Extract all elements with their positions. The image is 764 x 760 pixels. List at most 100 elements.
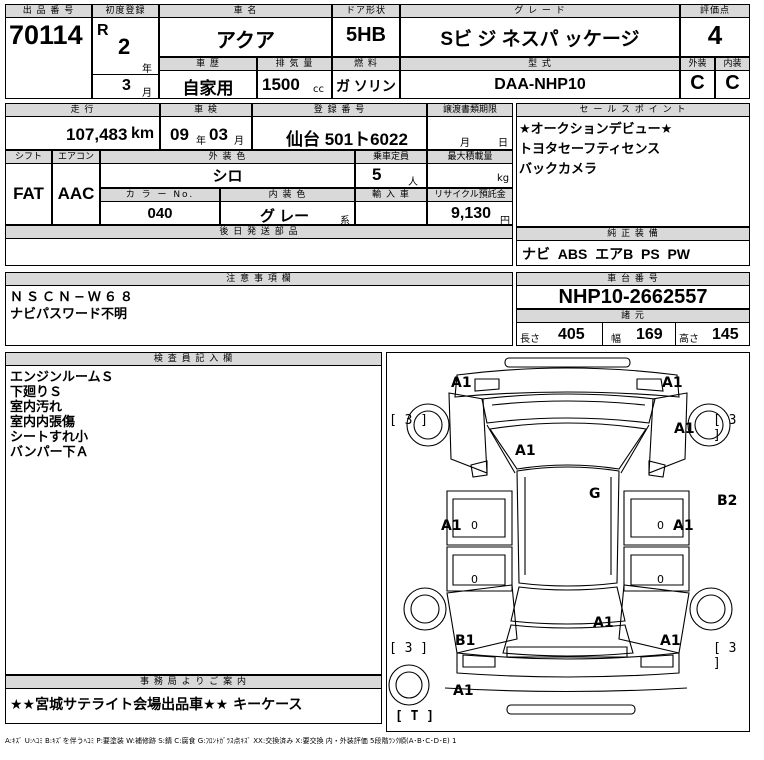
grade-label: グ レ ー ド <box>400 4 680 18</box>
score: 4 <box>707 20 723 50</box>
door-label: ドア形状 <box>332 4 400 18</box>
sales-point-3: バックカメラ <box>519 162 598 177</box>
fuel: ガ ソリン <box>336 78 396 94</box>
sales-point-1: ★オークションデビュー★ <box>519 122 673 137</box>
inspector-line-2: 下廻りＳ <box>10 385 63 400</box>
history: 自家用 <box>182 79 234 98</box>
interior-color-suffix: 系 <box>340 216 350 227</box>
year-unit: 年 <box>142 64 152 75</box>
spec-label: 諸 元 <box>516 309 750 323</box>
color-number-label: カ ラ ー No. <box>100 188 220 202</box>
model-label: 車 名 <box>159 4 332 18</box>
damage-a1-front-left: A1 <box>451 375 472 391</box>
exterior-grade: C <box>690 72 705 94</box>
displacement-unit: cc <box>313 84 324 95</box>
first-registration-year: 2 <box>118 34 131 59</box>
inspector-line-4: 室内内張傷 <box>10 415 76 430</box>
shift: FAT <box>13 184 44 203</box>
capacity: 5 <box>372 165 382 184</box>
exterior-grade-label: 外装 <box>680 57 715 71</box>
legend: A:ｷｽﾞ U:ﾍｺﾐ B:ｷｽﾞを伴うﾍｺﾐ P:要塗装 W:補修跡 S:錆 … <box>5 737 457 745</box>
air-conditioner: AAC <box>57 184 95 203</box>
damage-a1-rear-bumper: A1 <box>453 683 474 699</box>
inspection-year: 09 <box>170 125 189 144</box>
damage-a1-right-fender: A1 <box>674 421 695 437</box>
bracket-rear-left: [ 3 ] <box>389 641 429 656</box>
mileage-label: 走 行 <box>5 103 160 117</box>
height: 145 <box>712 326 739 343</box>
month-unit: 月 <box>142 88 152 99</box>
recycle-unit: 円 <box>500 216 510 227</box>
zero-mark-1: 0 <box>471 519 478 532</box>
model-type: DAA-NHP10 <box>494 76 586 93</box>
capacity-label: 乗車定員 <box>355 150 427 164</box>
damage-g-windshield: G <box>589 486 601 502</box>
inspection-month: 03 <box>209 125 228 144</box>
capacity-unit: 人 <box>408 177 418 188</box>
later-parts-label: 後 日 発 送 部 品 <box>5 225 513 239</box>
recycle-fee: 9,130 <box>451 205 492 222</box>
inspector-line-3: 室内汚れ <box>10 400 63 415</box>
max-load-label: 最大積載量 <box>427 150 513 164</box>
inspection-year-unit: 年 <box>196 136 206 147</box>
damage-a1-trunk: A1 <box>593 615 614 631</box>
lot-number-label: 出 品 番 号 <box>5 4 92 18</box>
zero-mark-4: 0 <box>657 573 664 586</box>
inspector-notes-label: 検 査 員 記 入 欄 <box>5 352 382 366</box>
damage-diagram: A1 A1 A1 A1 G B2 A1 A1 B1 A1 A1 A1 0 0 0… <box>386 352 750 732</box>
first-registration-month: 3 <box>122 77 131 94</box>
displacement: 1500 <box>262 75 300 94</box>
fuel-label: 燃 料 <box>332 57 400 71</box>
interior-grade: C <box>725 72 740 94</box>
caution-line-1: ＮＳＣＮ−Ｗ６８ <box>10 290 136 305</box>
zero-mark-2: 0 <box>657 519 664 532</box>
bracket-rear-right: [ 3 ] <box>713 641 737 671</box>
mileage-unit: km <box>131 125 155 142</box>
equipment-label: 純 正 装 備 <box>516 227 750 241</box>
load-unit: kg <box>497 173 510 184</box>
history-label: 車 歴 <box>159 57 257 71</box>
score-label: 評価点 <box>680 4 750 18</box>
transfer-day-unit: 日 <box>498 138 508 149</box>
first-registration-label: 初度登録 <box>92 4 159 18</box>
recycle-label: リサイクル預託金 <box>427 188 513 202</box>
plate-label: 登 録 番 号 <box>252 103 427 117</box>
damage-a1-front-right: A1 <box>662 375 683 391</box>
lot-number: 70114 <box>9 20 83 50</box>
ac-label: エアコン <box>52 150 100 164</box>
transfer-month-unit: 月 <box>460 138 470 149</box>
interior-grade-label: 内装 <box>715 57 750 71</box>
model-name: アクア <box>216 30 275 52</box>
transfer-deadline-label: 譲渡書類期限 <box>427 103 513 117</box>
mileage: 107,483 <box>66 125 128 144</box>
bracket-t: [ T ] <box>395 709 435 724</box>
height-label: 高さ <box>679 334 699 345</box>
chassis-number: NHP10-2662557 <box>558 286 708 308</box>
interior-color: グ レー <box>260 208 310 225</box>
damage-a1-hood: A1 <box>515 443 536 459</box>
length: 405 <box>558 326 585 343</box>
displacement-label: 排 気 量 <box>257 57 332 71</box>
shift-label: シフト <box>5 150 52 164</box>
door-type: 5HB <box>345 24 386 46</box>
width-label: 幅 <box>611 334 621 345</box>
interior-color-label: 内 装 色 <box>220 188 355 202</box>
chassis-label: 車 台 番 号 <box>516 272 750 286</box>
width: 169 <box>636 326 663 343</box>
grade: Sビ ジ ネスパ ッケージ <box>440 29 640 50</box>
damage-a1-rear-right: A1 <box>660 633 681 649</box>
zero-mark-3: 0 <box>471 573 478 586</box>
sales-points-label: セ ー ル ス ポ イ ン ト <box>516 103 750 117</box>
caution-line-2: ナビパスワード不明 <box>10 307 128 322</box>
damage-a1-right-door: A1 <box>673 518 694 534</box>
length-label: 長さ <box>520 334 540 345</box>
plate-number: 仙台 501ト6022 <box>286 130 408 149</box>
caution-label: 注 意 事 項 欄 <box>5 272 513 286</box>
damage-a1-left-door: A1 <box>441 518 462 534</box>
damage-b1-left-rear: B1 <box>455 633 476 649</box>
first-registration-era: R <box>97 22 109 39</box>
model-type-label: 型 式 <box>400 57 680 71</box>
damage-b2-right: B2 <box>717 493 738 509</box>
office-notice: ★★宮城サテライト会場出品車★★ キーケース <box>10 697 303 713</box>
inspector-line-1: エンジンルームＳ <box>10 370 114 385</box>
